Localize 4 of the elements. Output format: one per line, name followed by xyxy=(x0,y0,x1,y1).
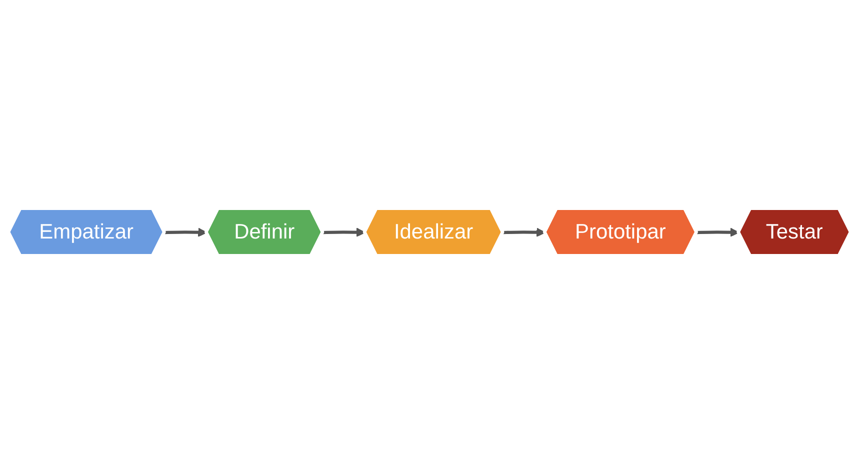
arrow xyxy=(164,228,208,237)
arrow xyxy=(323,228,366,237)
arrow xyxy=(503,228,546,237)
arrow xyxy=(696,228,740,237)
